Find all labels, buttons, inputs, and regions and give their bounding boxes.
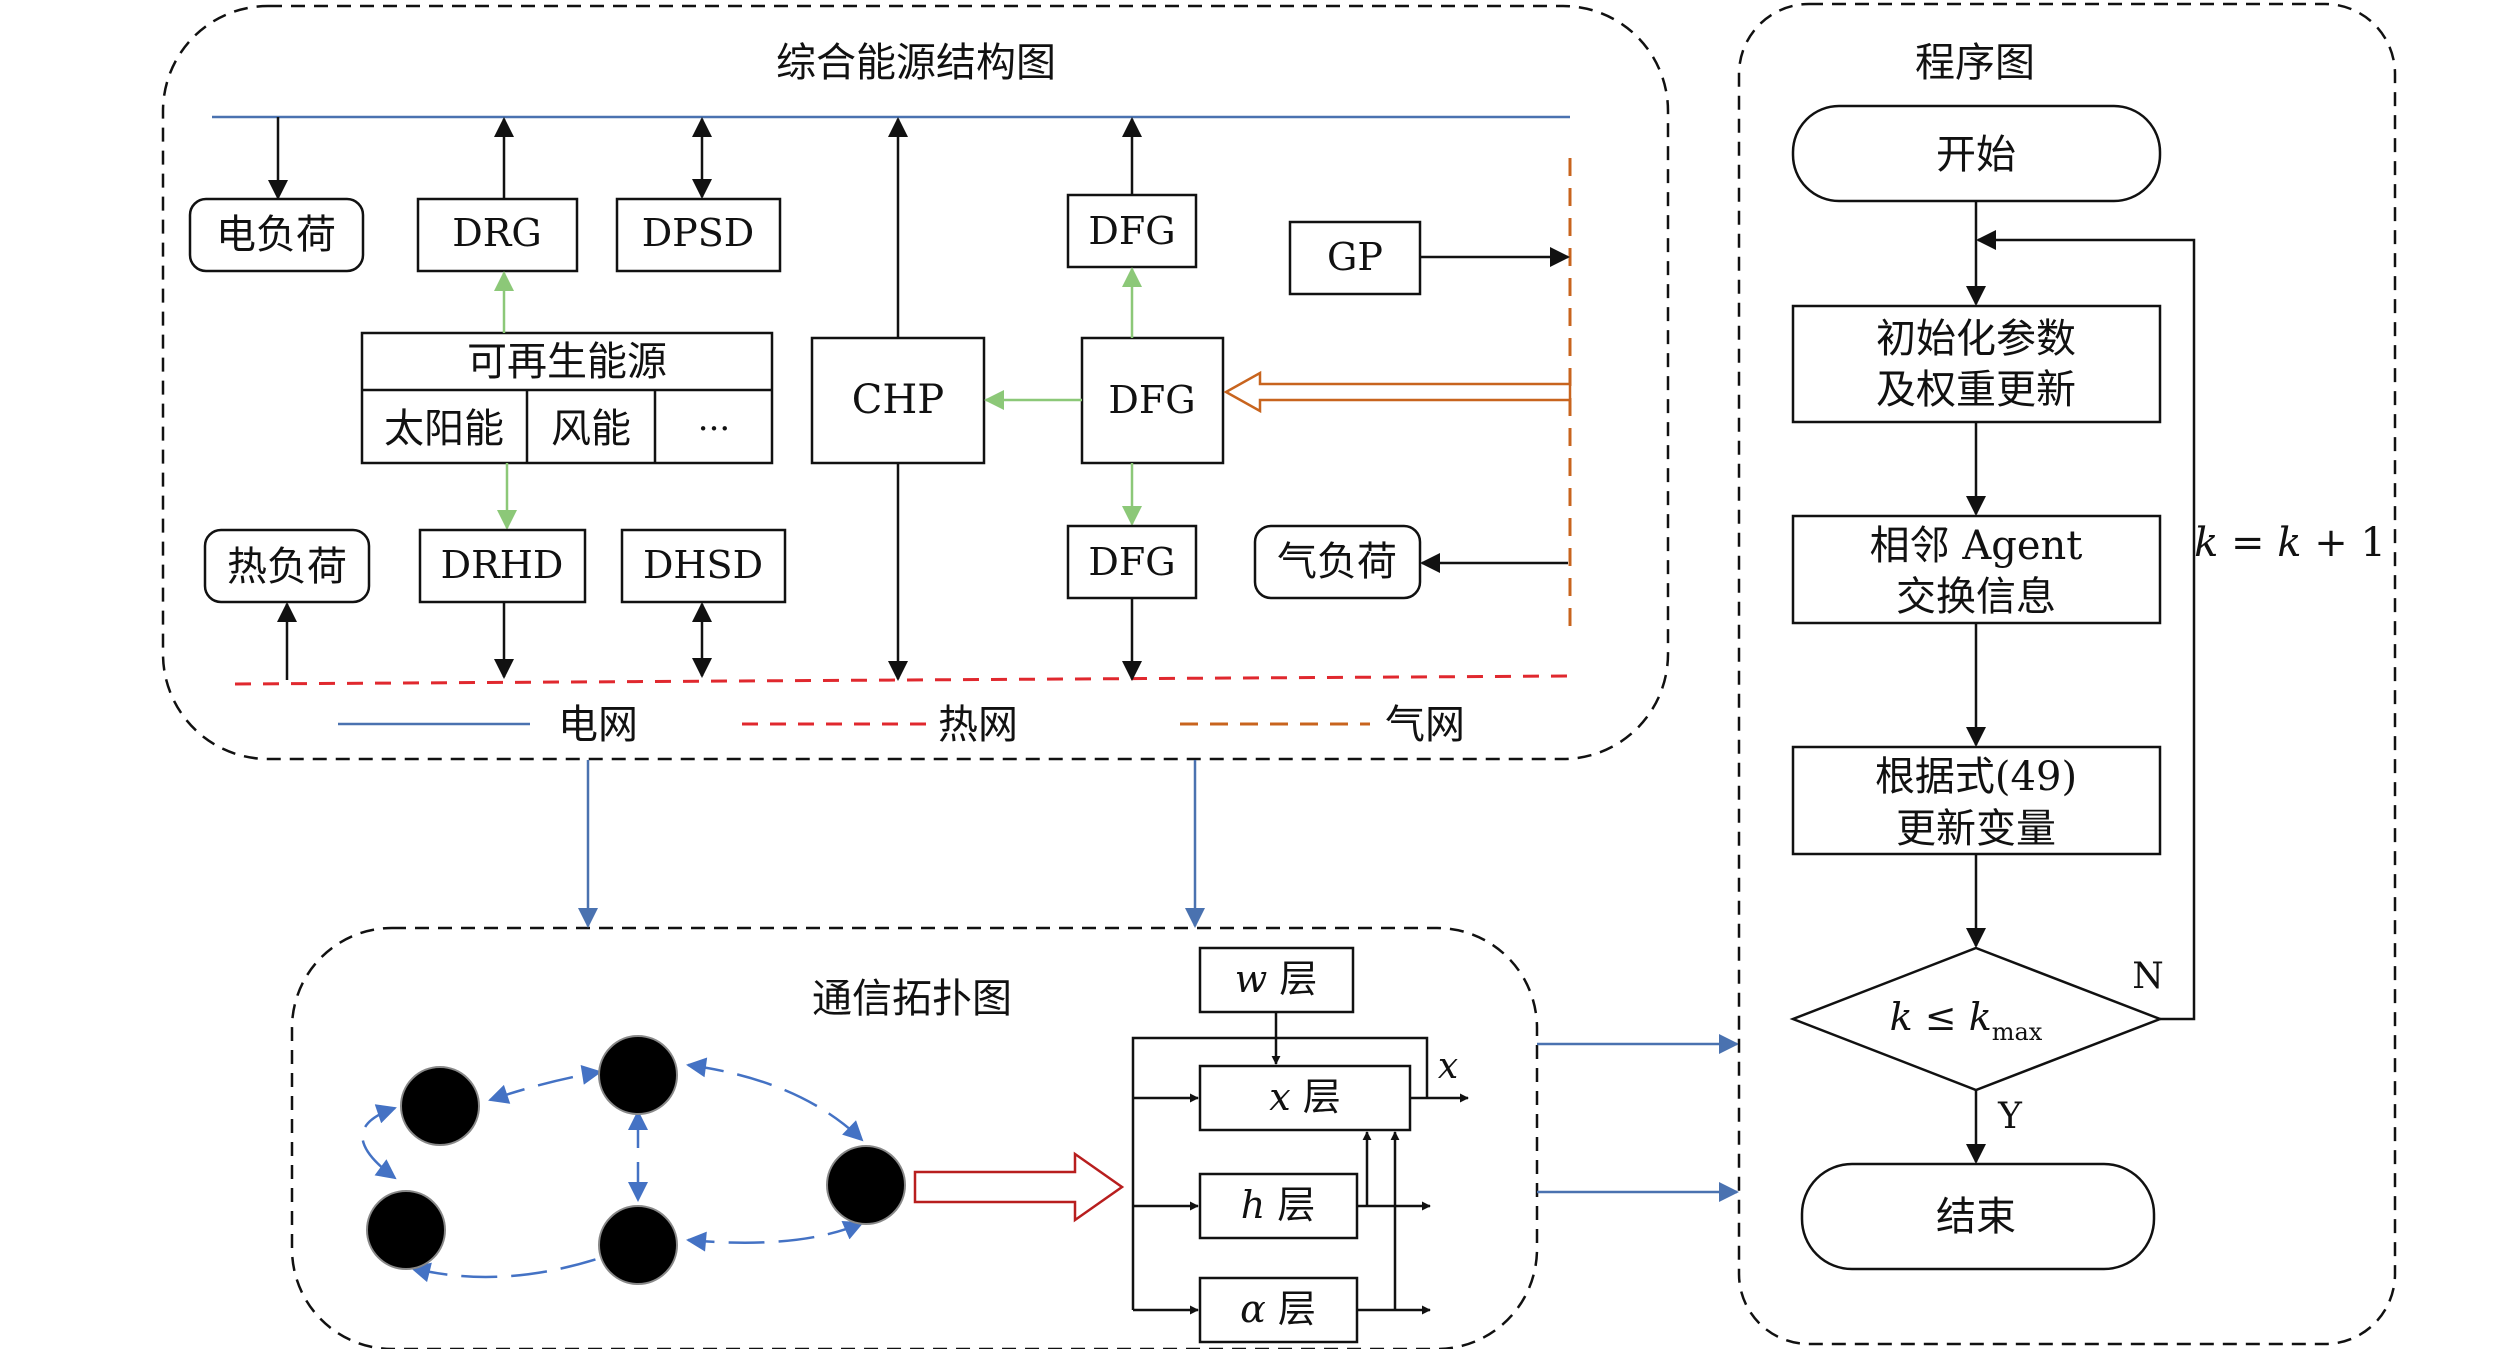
w-layer-box [1198,946,1355,1014]
w-layer-label: w 层 [1235,957,1318,1001]
w-layer-symbol: w [1235,957,1268,1001]
legend-gas-label: 气网 [1385,702,1465,748]
exchange-label-line2: 交换信息 [1896,574,2056,620]
chp-label: CHP [852,377,944,423]
renewable-energy-title: 可再生能源 [467,339,667,385]
comm-panel-title: 通信拓扑图 [812,976,1012,1022]
loop-increment-label: k = k + 1 [2194,520,2386,566]
cond-k: k [1890,995,1913,1039]
drg-label: DRG [452,211,541,255]
x-layer-box [1198,1064,1412,1132]
alpha-layer-suffix: 层 [1266,1287,1316,1331]
init-process-box [1791,304,2162,424]
legend-elec-label: 电网 [558,702,638,748]
update-label-line1: 根据式(49) [1875,754,2077,800]
electric-load-label: 电负荷 [216,212,336,258]
no-branch-label: N [2132,956,2164,997]
cond-sub: max [1992,1018,2043,1046]
comm-panel-frame [290,926,1539,1349]
agent-node-a [400,1066,480,1146]
dhsd-box [620,528,787,604]
energy-panel-title: 综合能源结构图 [776,40,1056,86]
edge-b-e [686,1057,864,1142]
agent-node-c [366,1190,446,1270]
agent-node-b [598,1035,678,1115]
flow-panel-frame [1737,2,2397,1346]
edge-a-c [361,1104,397,1180]
solar-label: 太阳能 [384,406,504,452]
init-label-line1: 初始化参数 [1876,316,2076,362]
exchange-process-box [1791,514,2162,625]
loop-k2: k [2277,520,2301,566]
dpsd-label: DPSD [642,211,755,255]
x-layer-suffix: 层 [1291,1075,1341,1119]
more-sources-label: ··· [698,409,730,449]
h-layer-suffix: 层 [1265,1183,1315,1227]
dhsd-label: DHSD [643,543,763,587]
drhd-box [418,528,587,604]
gas-load-label: 气负荷 [1277,539,1397,585]
end-label: 结束 [1936,1194,2016,1240]
start-label: 开始 [1936,132,2016,178]
gp-label: GP [1327,235,1383,279]
layer-connections [1131,1012,1469,1315]
loop-plus: + 1 [2302,520,2386,566]
gp-box [1288,220,1422,296]
loop-label-bg [2196,516,2386,570]
yes-branch-label: Y [1997,1096,2023,1137]
loop-k1: k [2194,520,2218,566]
edge-c-d [410,1256,601,1283]
h-layer-box [1198,1172,1359,1240]
alpha-layer-label: α 层 [1240,1287,1316,1331]
edge-e-d [686,1221,864,1252]
x-layer-label: x 层 [1269,1075,1341,1119]
alpha-layer-box [1198,1276,1359,1344]
agent-node-e [826,1145,906,1225]
edge-a-b [488,1064,602,1104]
h-layer-label: h 层 [1241,1183,1316,1227]
cond-kmax: k [1969,995,1992,1039]
heat-grid-line [234,674,1571,686]
end-terminal [1800,1162,2156,1271]
exchange-label-line1: 相邻 Agent [1870,523,2083,569]
drhd-label: DRHD [441,543,564,587]
renewable-energy-box [360,331,774,465]
h-layer-symbol: h [1241,1183,1265,1227]
dfg-top-label: DFG [1088,209,1175,253]
x-layer-symbol: x [1269,1075,1290,1119]
alpha-layer-symbol: α [1240,1287,1266,1331]
condition-label: k ≤ kmax [1890,995,2043,1046]
init-label-line2: 及权重更新 [1876,367,2076,413]
update-label-line2: 更新变量 [1896,806,2056,852]
cond-le: ≤ [1913,995,1969,1039]
loop-eq: = [2218,520,2277,566]
topology-to-layers-hollow-arrow [913,1151,1125,1223]
drg-box [416,197,579,273]
legend-heat-label: 热网 [938,702,1018,748]
dfg-top-box [1066,193,1198,269]
x-output-label: x [1438,1046,1458,1087]
w-layer-suffix: 层 [1267,957,1317,1001]
gas-grid-to-dfg-hollow-arrow [1223,370,1572,414]
energy-panel-frame [161,4,1670,761]
heat-load-label: 热负荷 [227,544,347,590]
flow-connectors [1966,201,2196,1164]
flow-panel-title: 程序图 [1915,40,2035,86]
dfg-bot-box [1066,524,1198,600]
wind-label: 风能 [551,406,631,452]
agent-node-d [598,1205,678,1285]
dfg-mid-label: DFG [1108,378,1195,422]
topology-edges [361,1057,864,1283]
dfg-bot-label: DFG [1088,540,1175,584]
dpsd-box [615,197,782,273]
